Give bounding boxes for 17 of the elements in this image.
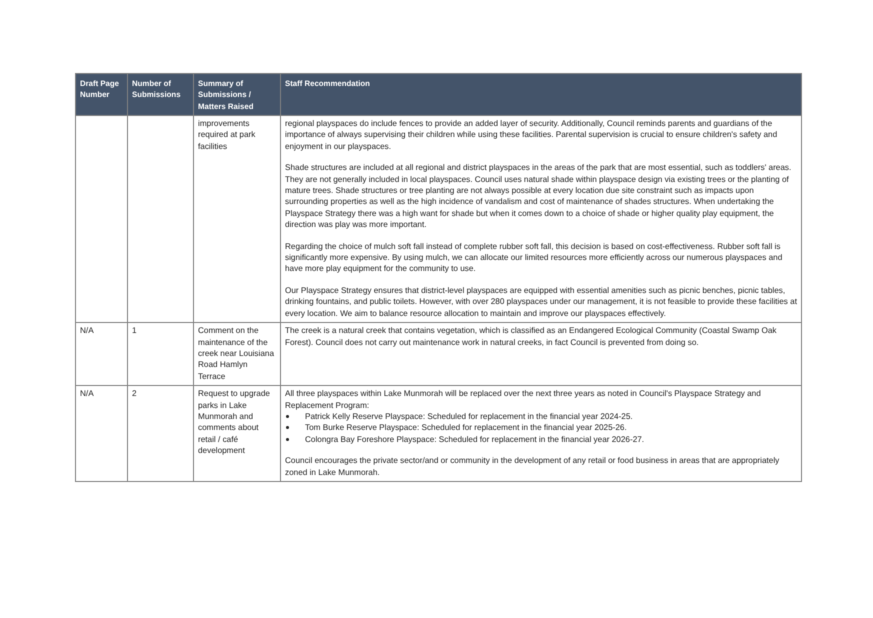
table-cell-text: Our Playspace Strategy ensures that district-level playspaces are equipped with essential amenities such as picnic benches, picnic tables, drinking fountains, and public toilets. However, with over 280 playspaces under our management, it is not feasible to provide these facilities at every location. We aim to balance resource allocation to maintain and improve our playspaces effectively.	[285, 284, 797, 320]
table-cell-text: Council encourages the private sector/and or community in the development of any retail or food business in areas that are appropriately zoned in Lake Munmorah.	[285, 455, 780, 478]
table-cell-text: N/A	[80, 325, 95, 336]
table-cell-text: 2	[132, 388, 138, 400]
bullet-item-text: Tom Burke Reserve Playspace: Scheduled for replacement in the financial year 2025-26.	[305, 422, 627, 434]
bullet-item-text: Patrick Kelly Reserve Playspace: Scheduled for replacement in the financial year 2024-25.	[305, 410, 633, 422]
table-cell-text: 1	[132, 325, 138, 336]
table-cell-text: Regarding the choice of mulch soft fall instead of complete rubber soft fall, this decision is based on cost-effectiveness. Rubber soft fall is significantly more expensive. By using mulch, we can allocate our limited resources more efficiently across our numerous playspaces and have more play equipment for the community to use.	[285, 240, 784, 275]
table-cell-text: N/A	[80, 388, 95, 400]
table-cell-text: Shade structures are included at all regional and district playspaces in the areas of the park that are most essential, such as toddlers' areas. They are not generally included in local playspaces. Council uses natural shade within playspace design via existing trees or the planting of mature trees. Shade structures or tree planting are not always possible at every location due site constraint such as impacts upon surrounding properties as well as the high incidence of vandalism and cost of maintenance of shades structures. When undertaking the Playspace Strategy there was a high want for shade but when it comes down to a choice of shade or higher quality play equipment, the direction was play was more important.	[285, 162, 792, 231]
table-cell-text: The creek is a natural creek that contains vegetation, which is classified as an Endangered Ecological Community (Coastal Swamp Oak Forest). Council does not carry out maintenance work in natural creeks, in fact Council is prevented from doing so.	[285, 325, 778, 348]
table-cell-text: regional playspaces do include fences to provide an added layer of security. Additionally, Council reminds parents and guardians of the importance of always supervising their children while using these facilities. Parental supervision is crucial to ensure children's safety and enjoyment in our playspaces.	[285, 118, 778, 152]
bullet-item-text: Colongra Bay Foreshore Playspace: Scheduled for replacement in the financial year 2026-27.	[305, 434, 644, 446]
table-cell-text: Comment on the maintenance of the creek near Louisiana Road Hamlyn Terrace	[198, 325, 276, 382]
table-cell-text: improvements required at park facilities	[198, 118, 256, 152]
table-cell-text: Request to upgrade parks in Lake Munmorah and comments about retail / café development	[198, 388, 271, 457]
table-cell-text: All three playspaces within Lake Munmorah will be replaced over the next three years as noted in Council's Playspace Strategy and Replacement Program:	[285, 388, 762, 411]
